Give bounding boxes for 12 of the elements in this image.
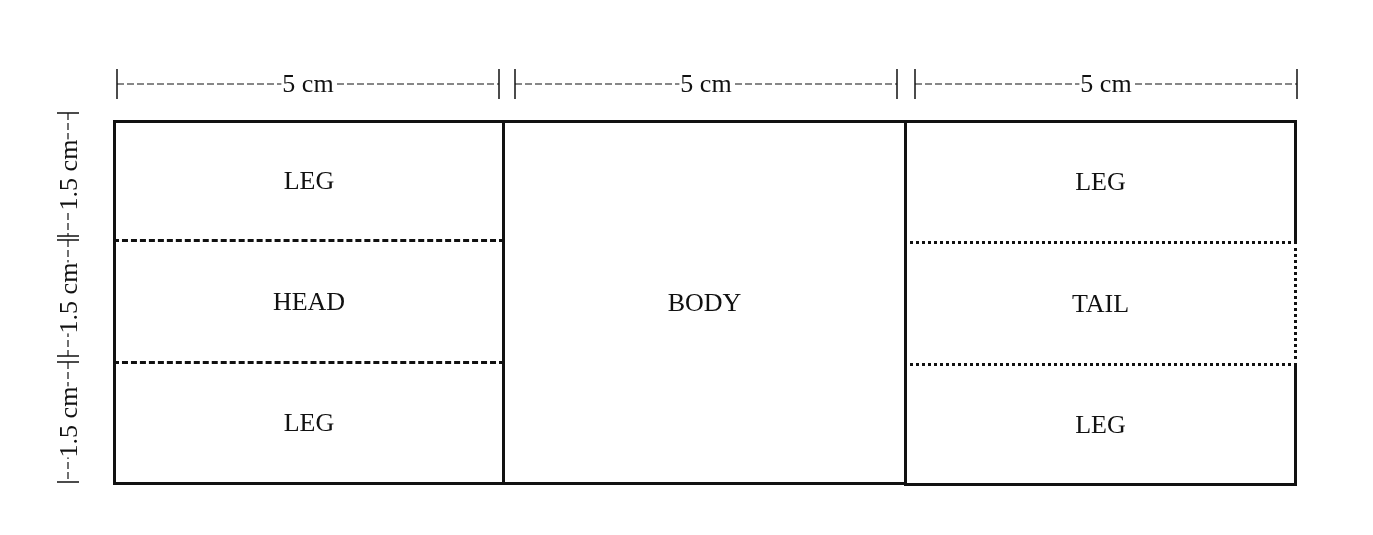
part-box bbox=[502, 120, 907, 485]
part-label: BODY bbox=[667, 289, 742, 316]
part-label: LEG bbox=[1075, 169, 1126, 195]
part-label: HEAD bbox=[272, 288, 346, 315]
part-box bbox=[113, 120, 505, 242]
part-label: LEG bbox=[283, 168, 335, 194]
part-box bbox=[904, 363, 1297, 486]
part-label: LEG bbox=[283, 410, 335, 436]
part-box bbox=[904, 120, 1297, 244]
part-label: LEG bbox=[1075, 411, 1126, 438]
part-box bbox=[113, 361, 505, 485]
part-label: TAIL bbox=[1071, 290, 1130, 317]
